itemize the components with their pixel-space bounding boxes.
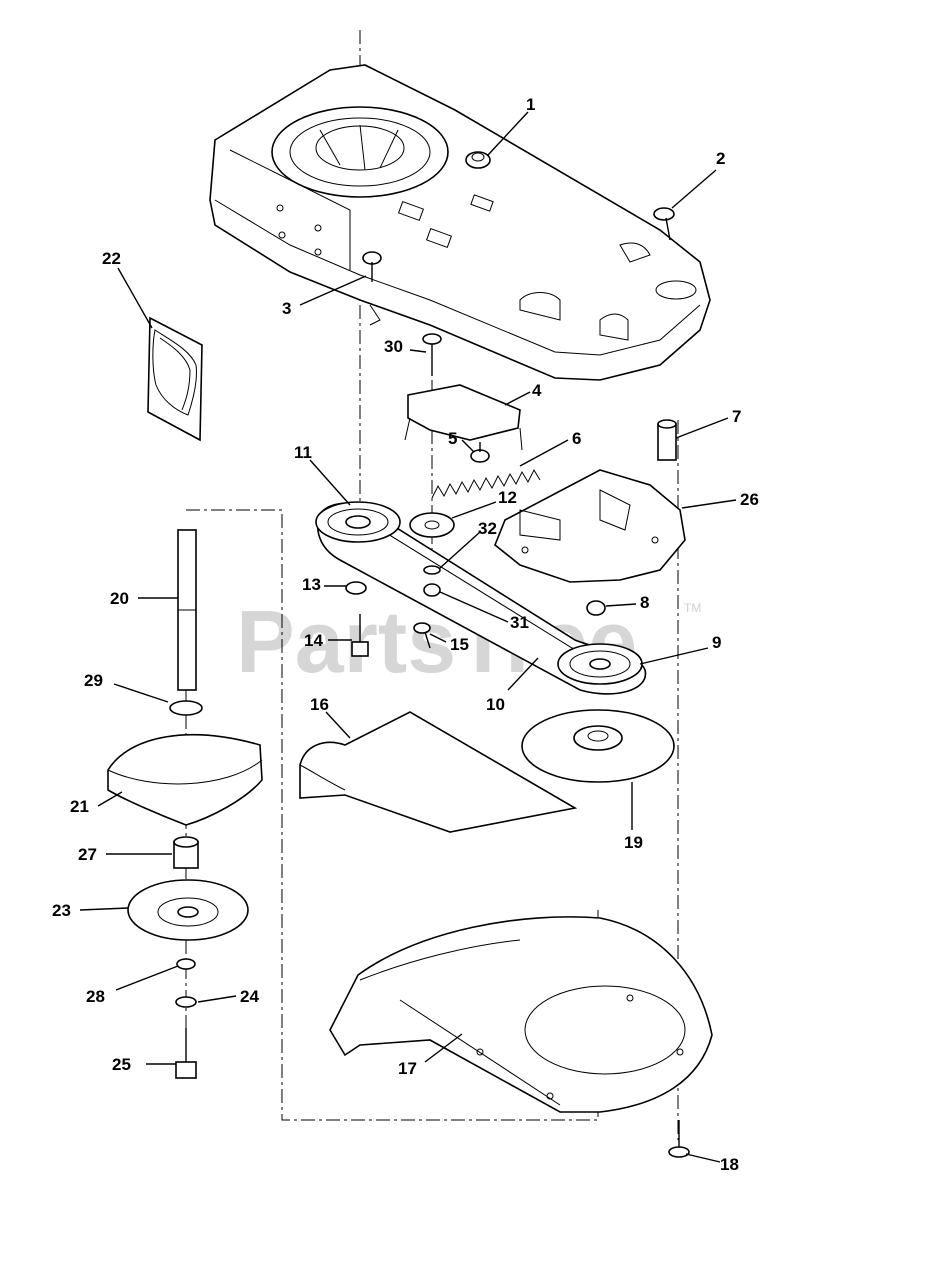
washer-part-32 (423, 565, 441, 575)
bushing-part-27 (173, 836, 199, 869)
callout-11: 11 (294, 443, 312, 462)
callout-6: 6 (572, 429, 581, 448)
belt-bag-part-22 (147, 316, 203, 442)
callout-4: 4 (532, 381, 542, 400)
spacer-part-7 (657, 419, 677, 461)
screw-part-2 (653, 207, 675, 241)
screw-part-15 (413, 622, 431, 649)
nut-part-8 (586, 600, 606, 616)
callout-27: 27 (78, 845, 97, 864)
washer-part-28 (176, 958, 196, 970)
callout-13: 13 (302, 575, 321, 594)
callout-14: 14 (304, 631, 323, 650)
callout-20: 20 (110, 589, 129, 608)
callout-5: 5 (448, 429, 457, 448)
callout-22: 22 (102, 249, 121, 268)
callout-30: 30 (384, 337, 403, 356)
callout-7: 7 (732, 407, 741, 426)
washer-part-29 (169, 700, 203, 716)
impeller-part-23 (127, 879, 249, 941)
callout-16: 16 (310, 695, 329, 714)
bolt-part-14 (351, 614, 369, 657)
callout-3: 3 (282, 299, 291, 318)
callout-labels: 1 2 3 4 5 6 7 8 9 10 11 12 13 14 15 16 1… (52, 95, 759, 1174)
callout-8: 8 (640, 593, 649, 612)
lower-housing-part-17 (329, 916, 713, 1113)
nut-part-31 (423, 583, 441, 597)
bolt-part-25 (175, 1028, 197, 1079)
plate-part-26 (494, 469, 686, 583)
screw-part-3 (362, 251, 382, 282)
callout-19: 19 (624, 833, 643, 852)
grommet-part-1 (465, 151, 491, 169)
callout-29: 29 (84, 671, 103, 690)
idler-pulley-part-12 (409, 512, 455, 538)
callout-32: 32 (478, 519, 497, 538)
callout-18: 18 (720, 1155, 739, 1174)
bolt-part-5 (470, 442, 490, 463)
gear-housing-part-21 (107, 734, 263, 826)
callout-2: 2 (716, 149, 725, 168)
washer-part-13 (345, 581, 367, 595)
washer-part-24 (175, 996, 197, 1008)
disc-part-19 (521, 709, 675, 783)
callout-12: 12 (498, 488, 517, 507)
callout-21: 21 (70, 797, 89, 816)
shield-part-16 (299, 711, 578, 833)
assembly-bracket-line (186, 509, 599, 1121)
callout-9: 9 (712, 633, 721, 652)
callout-24: 24 (240, 987, 259, 1006)
leader-lines (79, 111, 737, 1163)
pulley-part-11 (315, 501, 401, 543)
callout-15: 15 (450, 635, 469, 654)
housing-cover (209, 64, 711, 381)
callout-23: 23 (52, 901, 71, 920)
watermark-trademark: TM (684, 601, 701, 615)
callout-1: 1 (526, 95, 535, 114)
shaft-part-20 (177, 529, 197, 691)
callout-31: 31 (510, 613, 529, 632)
callout-25: 25 (112, 1055, 131, 1074)
callout-28: 28 (86, 987, 105, 1006)
pulley-part-9 (557, 643, 643, 685)
screw-part-18 (668, 1120, 690, 1158)
pin-part-30 (422, 333, 442, 376)
callout-10: 10 (486, 695, 505, 714)
callout-17: 17 (398, 1059, 417, 1078)
idler-bracket-part-4 (404, 384, 523, 451)
spring-part-6 (431, 468, 541, 499)
callout-26: 26 (740, 490, 759, 509)
